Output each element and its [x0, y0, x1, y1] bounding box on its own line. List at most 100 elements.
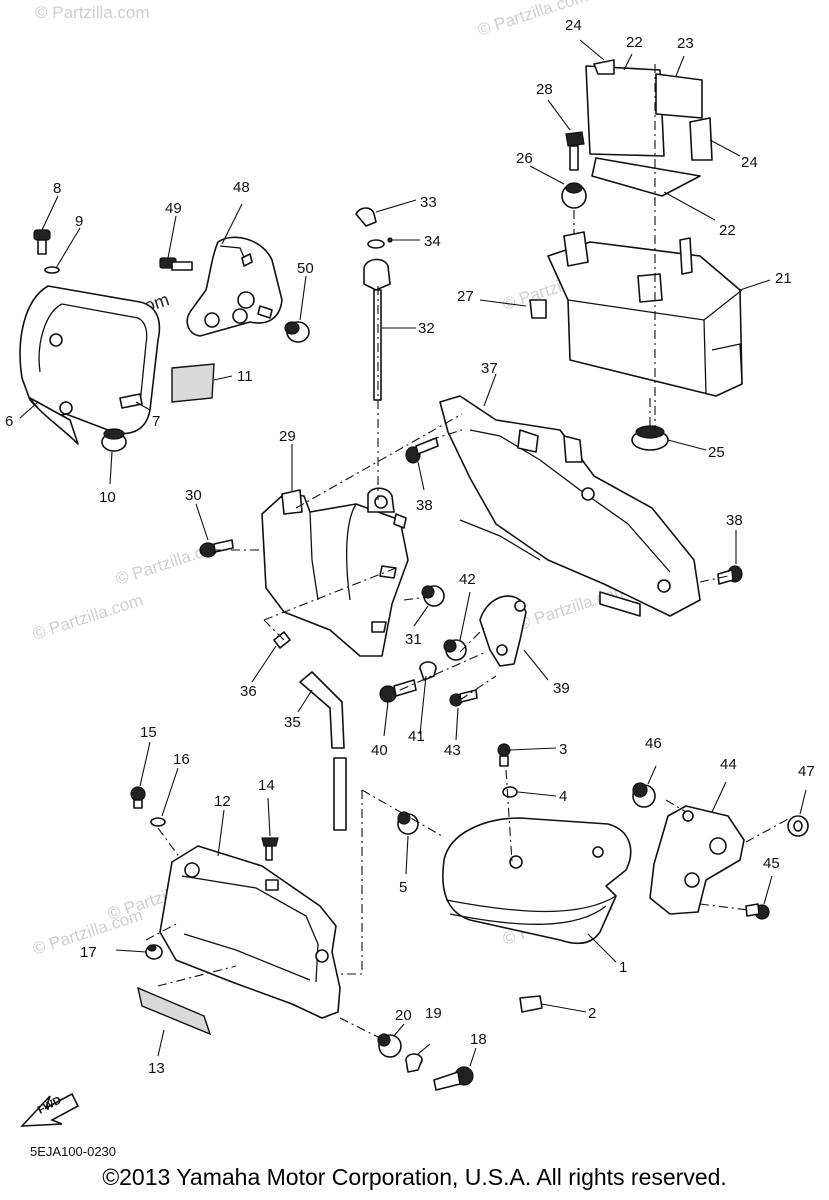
- callout-32: 32: [418, 320, 435, 337]
- callout-48: 48: [233, 179, 250, 196]
- bracket-39: [479, 595, 527, 667]
- callout-34: 34: [424, 233, 441, 250]
- callout-37: 37: [481, 360, 498, 377]
- bolt-14: [261, 837, 279, 861]
- bolt-28: [565, 131, 585, 171]
- grommet-26: [561, 182, 587, 209]
- callout-43: 43: [444, 742, 461, 759]
- bolt-38-left: [405, 437, 439, 464]
- reservoir-tank-29: [261, 487, 409, 657]
- hose-fitting-33: [355, 207, 377, 227]
- lower-cover-12: [159, 845, 341, 1019]
- callout-8: 8: [53, 180, 61, 197]
- pad-23: [655, 73, 703, 119]
- bushing-27: [529, 299, 547, 319]
- grommet-31: [421, 585, 445, 607]
- grommet-20: [377, 1033, 402, 1058]
- grommet-10: [101, 428, 127, 452]
- callout-19: 19: [425, 1005, 442, 1022]
- callout-labels: 1 2 3 4 5 6 7 8 9 10 11 12 13 14 15 16 1…: [5, 17, 815, 1077]
- grommet-47: [787, 815, 809, 837]
- callout-35: 35: [284, 714, 301, 731]
- callout-9: 9: [75, 213, 83, 230]
- battery-box-21: [547, 231, 743, 397]
- bolt-30: [199, 539, 234, 558]
- forward-direction-arrow: FWD: [20, 1092, 80, 1127]
- callout-25: 25: [708, 444, 725, 461]
- callout-49: 49: [165, 200, 182, 217]
- breather-pipe-32: [363, 258, 391, 401]
- washer-9: [44, 266, 60, 274]
- collar-19: [405, 1053, 423, 1073]
- watermark: © Partzilla.com: [30, 590, 145, 643]
- callout-16: 16: [173, 751, 190, 768]
- callout-38-right: 38: [726, 512, 743, 529]
- grommet-25: [631, 425, 669, 451]
- callout-2: 2: [588, 1005, 596, 1022]
- callout-10: 10: [99, 489, 116, 506]
- o-ring-34: [367, 239, 385, 249]
- pad-13: [137, 986, 212, 1036]
- callout-7: 7: [152, 413, 160, 430]
- leader-lines: [19, 39, 807, 1067]
- callout-17: 17: [80, 944, 97, 961]
- callout-31: 31: [405, 631, 422, 648]
- grommet-42: [443, 639, 467, 661]
- callout-45: 45: [763, 855, 780, 872]
- callout-14: 14: [258, 777, 275, 794]
- callout-28: 28: [536, 81, 553, 98]
- pad-24a: [593, 59, 615, 75]
- callout-12: 12: [214, 793, 231, 810]
- callout-4: 4: [559, 788, 567, 805]
- callout-24-top: 24: [565, 17, 582, 34]
- nut-17: [145, 944, 163, 960]
- battery-bottom-pad-22: [591, 157, 701, 197]
- hose-35: [299, 671, 347, 831]
- callout-15: 15: [140, 724, 157, 741]
- frame-bracket-37: [439, 395, 701, 617]
- callout-22-top: 22: [626, 34, 643, 51]
- callout-24-bottom: 24: [741, 154, 758, 171]
- callout-20: 20: [395, 1007, 412, 1024]
- callout-36: 36: [240, 683, 257, 700]
- grommet-46: [632, 782, 656, 808]
- bracket-part-48: [186, 236, 283, 337]
- bolt-49: [159, 257, 193, 271]
- bolt-43: [449, 689, 478, 707]
- callout-47: 47: [798, 763, 815, 780]
- callout-30: 30: [185, 487, 202, 504]
- callout-6: 6: [5, 413, 13, 430]
- bracket-2: [519, 995, 543, 1013]
- callout-29: 29: [279, 428, 296, 445]
- callout-38-left: 38: [416, 497, 433, 514]
- callout-23: 23: [677, 35, 694, 52]
- damper-7: [119, 393, 143, 409]
- callout-42: 42: [459, 571, 476, 588]
- grommet-50: [284, 321, 310, 343]
- callout-11: 11: [237, 368, 253, 385]
- callout-44: 44: [720, 756, 737, 773]
- diagram-code: 5EJA100-0230: [30, 1144, 117, 1159]
- bolt-18: [433, 1066, 474, 1091]
- callout-27: 27: [457, 288, 474, 305]
- callout-13: 13: [148, 1060, 165, 1077]
- callout-40: 40: [371, 742, 388, 759]
- callout-3: 3: [559, 741, 567, 758]
- callout-22-bottom: 22: [719, 222, 736, 239]
- callout-1: 1: [619, 959, 627, 976]
- bolt-40: [379, 679, 417, 703]
- callout-39: 39: [553, 680, 570, 697]
- bolt-3: [497, 743, 511, 767]
- watermark: © Partzilla.com: [35, 3, 150, 22]
- callout-21: 21: [775, 270, 792, 287]
- side-cover-part-1: [442, 817, 632, 945]
- washer-16: [150, 817, 166, 827]
- pad-24b: [689, 117, 713, 161]
- callout-46: 46: [645, 735, 662, 752]
- bracket-44: [649, 805, 745, 915]
- callout-50: 50: [297, 260, 314, 277]
- callout-26: 26: [516, 150, 533, 167]
- assembly-lines: [145, 210, 791, 1041]
- bolt-15: [130, 786, 146, 809]
